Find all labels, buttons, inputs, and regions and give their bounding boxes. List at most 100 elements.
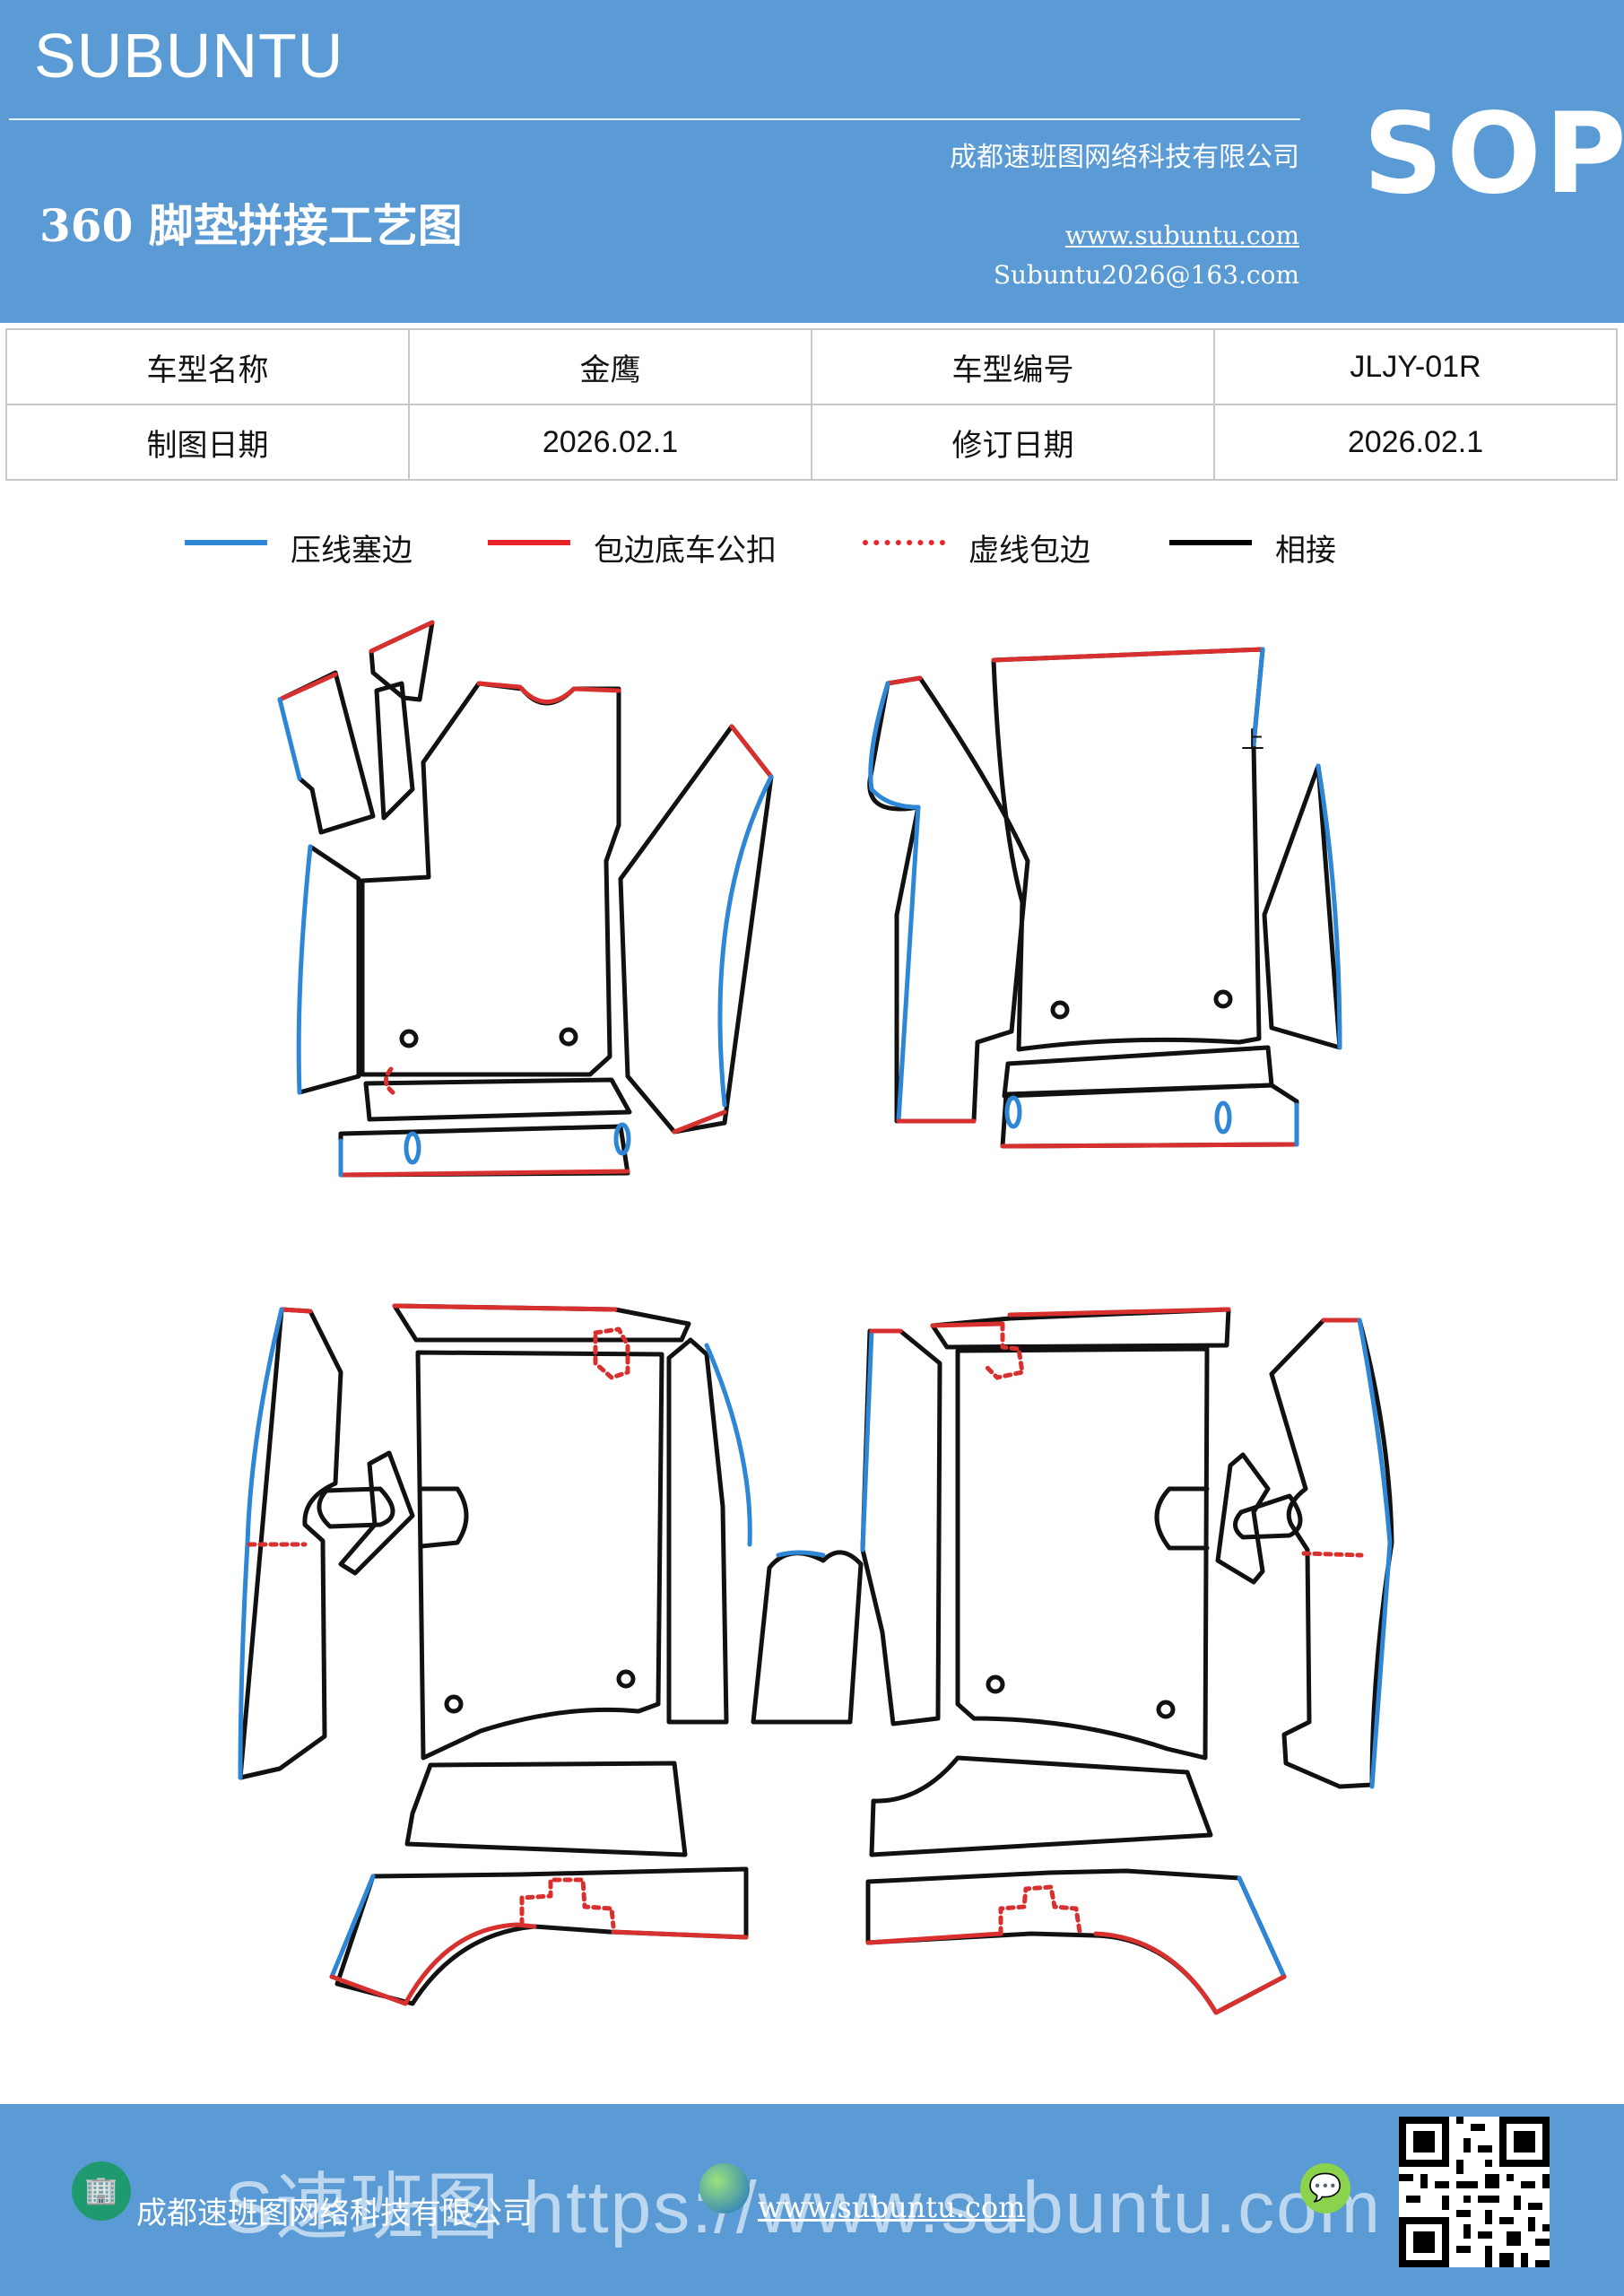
mat-piece-left-strip-edge xyxy=(296,844,313,1095)
up-direction-mark: 上 xyxy=(1241,727,1264,754)
mat-piece-sill-rear-edge-red xyxy=(1000,1142,1299,1149)
mounting-hole xyxy=(1050,1000,1070,1020)
company-name: 成都速班图网络科技有限公司 xyxy=(950,142,1299,173)
mat-piece-main xyxy=(415,1350,664,1761)
mat-piece-top-sill-edge-red xyxy=(392,1303,618,1312)
mat-piece-main xyxy=(360,681,621,1077)
mat-piece-corner-edge xyxy=(369,620,435,654)
mat-piece-top-left-edge-blue xyxy=(277,697,302,781)
mat-piece-top-sill xyxy=(930,1307,1231,1350)
mat-piece-top-sill-edge-red-left xyxy=(930,1321,1003,1328)
mat-piece-wheel-arch-edge-red xyxy=(1093,1931,1287,2015)
mounting-slot xyxy=(613,1122,631,1156)
mat-piece-main-top-edge xyxy=(476,681,621,704)
table-row: 制图日期 2026.02.1 修订日期 2026.02.1 xyxy=(5,404,1618,481)
mat-piece-seat-base xyxy=(1215,1452,1271,1585)
wechat-icon: 💬 xyxy=(1300,2163,1350,2213)
revision-date-label: 修订日期 xyxy=(811,404,1215,481)
mat-piece-left-strip-edge-blue xyxy=(860,1328,874,1552)
mat-piece-wheel-arch xyxy=(865,1868,1287,2015)
rear-right-mat-group xyxy=(860,1307,1394,2015)
dotted-clip-marker xyxy=(984,1321,1025,1380)
mat-piece-right-edge-red xyxy=(729,724,774,779)
mat-piece-main xyxy=(955,1346,1210,1761)
mounting-hole xyxy=(986,1674,1005,1694)
legend: 压线塞边 包边底车公扣 虚线包边 相接 xyxy=(0,520,1624,574)
mat-piece-main-right-edge xyxy=(1251,647,1265,747)
floor-mat-splicing-diagram: 上 xyxy=(238,620,1394,2015)
qr-code-icon xyxy=(1399,2117,1550,2267)
mat-piece-seat-base xyxy=(338,1450,415,1576)
mat-piece-center-strip-edge xyxy=(704,1343,752,1547)
mounting-hole xyxy=(616,1669,636,1689)
page-header: SUBUNTU 360 脚垫拼接工艺图 成都速班图网络科技有限公司 www.su… xyxy=(0,0,1624,323)
drawing-date-value: 2026.02.1 xyxy=(408,404,812,481)
model-name-label: 车型名称 xyxy=(5,328,410,405)
legend-swatch-dotted-line xyxy=(863,540,945,545)
mat-piece-door-strip-edge-red xyxy=(279,1307,313,1314)
mat-piece-right-strip xyxy=(1262,763,1342,1050)
legend-swatch-red-line xyxy=(488,540,570,545)
dotted-edge-marker xyxy=(1301,1551,1364,1558)
mat-piece-tunnel-hump-edge xyxy=(776,1550,826,1558)
mounting-slot xyxy=(1214,1100,1232,1135)
mat-piece-rear-floor xyxy=(404,1761,688,1857)
mat-piece-seat-cutout xyxy=(1233,1493,1303,1540)
mounting-slot xyxy=(404,1131,421,1165)
legend-label: 压线塞边 xyxy=(291,533,413,569)
globe-icon xyxy=(699,2163,750,2213)
footer-watermark: S速班图 https://www.subuntu.com xyxy=(224,2167,1383,2248)
mat-piece-left-door-edge-blue xyxy=(868,681,921,1124)
mat-piece-top-sill-edge-red xyxy=(1007,1307,1231,1318)
table-row: 车型名称 金鹰 车型编号 JLJY-01R xyxy=(5,328,1618,405)
mat-piece-left-strip xyxy=(297,844,361,1095)
mat-piece-door-strip xyxy=(238,1307,343,1780)
model-code-label: 车型编号 xyxy=(811,328,1215,405)
legend-label: 虚线包边 xyxy=(968,533,1090,569)
legend-label: 相接 xyxy=(1275,533,1336,569)
drawing-date-label: 制图日期 xyxy=(5,404,410,481)
mounting-hole xyxy=(559,1027,578,1047)
mat-piece-tunnel-hump xyxy=(751,1550,864,1725)
dotted-edge-marker xyxy=(384,1066,395,1095)
website-link[interactable]: www.subuntu.com xyxy=(1064,221,1299,250)
mounting-hole xyxy=(399,1029,419,1048)
mounting-hole xyxy=(444,1694,464,1714)
mat-piece-right xyxy=(618,724,774,1135)
header-divider xyxy=(9,118,1300,120)
mat-piece-door-strip-edge-blue xyxy=(238,1307,284,1780)
mat-piece-sill-rear xyxy=(338,1124,630,1178)
mat-piece-wheel-arch-edge-red-right xyxy=(611,1929,749,1940)
mat-piece-top-sill xyxy=(392,1303,691,1343)
mat-piece-main-tab xyxy=(419,1486,469,1549)
document-title: 360 脚垫拼接工艺图 xyxy=(39,199,463,252)
mounting-slot xyxy=(1004,1095,1022,1129)
legend-swatch-black-line xyxy=(1169,540,1252,545)
mat-piece-wheel-arch-edge-blue xyxy=(329,1874,376,1979)
dotted-clip-marker xyxy=(519,1877,616,1929)
mat-piece-right-strip-edge xyxy=(1316,763,1342,1050)
mat-piece-left-door xyxy=(867,675,1030,1124)
mat-piece-wheel-arch-edge-red-left xyxy=(865,1931,1003,1945)
mat-piece-pillar xyxy=(374,681,415,821)
mat-piece-left-door-edge-red xyxy=(885,675,923,686)
brand-logo-text: SUBUNTU xyxy=(34,21,344,91)
mat-piece-door-strip xyxy=(1269,1318,1394,1789)
mat-piece-main xyxy=(991,647,1265,1052)
rear-left-mat-group xyxy=(238,1303,864,2006)
email-address[interactable]: Subuntu2026@163.com xyxy=(993,260,1299,290)
mounting-hole xyxy=(1213,989,1233,1009)
mat-piece-left-strip xyxy=(860,1328,942,1726)
mat-piece-door-strip-edge-blue xyxy=(1357,1318,1393,1789)
building-icon: 🏢 xyxy=(72,2161,131,2221)
mat-piece-sill-front xyxy=(363,1077,632,1122)
model-name-value: 金鹰 xyxy=(408,328,812,405)
mounting-hole xyxy=(1156,1700,1176,1719)
front-left-mat-group xyxy=(277,620,774,1178)
mat-piece-center-strip xyxy=(666,1337,729,1725)
footer-website-link[interactable]: www.subuntu.com xyxy=(758,2190,1026,2224)
vehicle-info-table: 车型名称 金鹰 车型编号 JLJY-01R 制图日期 2026.02.1 修订日… xyxy=(5,328,1618,481)
legend-swatch-blue-line xyxy=(185,540,267,545)
mat-piece-top-left-edge-red xyxy=(277,672,338,702)
revision-date-value: 2026.02.1 xyxy=(1213,404,1618,481)
